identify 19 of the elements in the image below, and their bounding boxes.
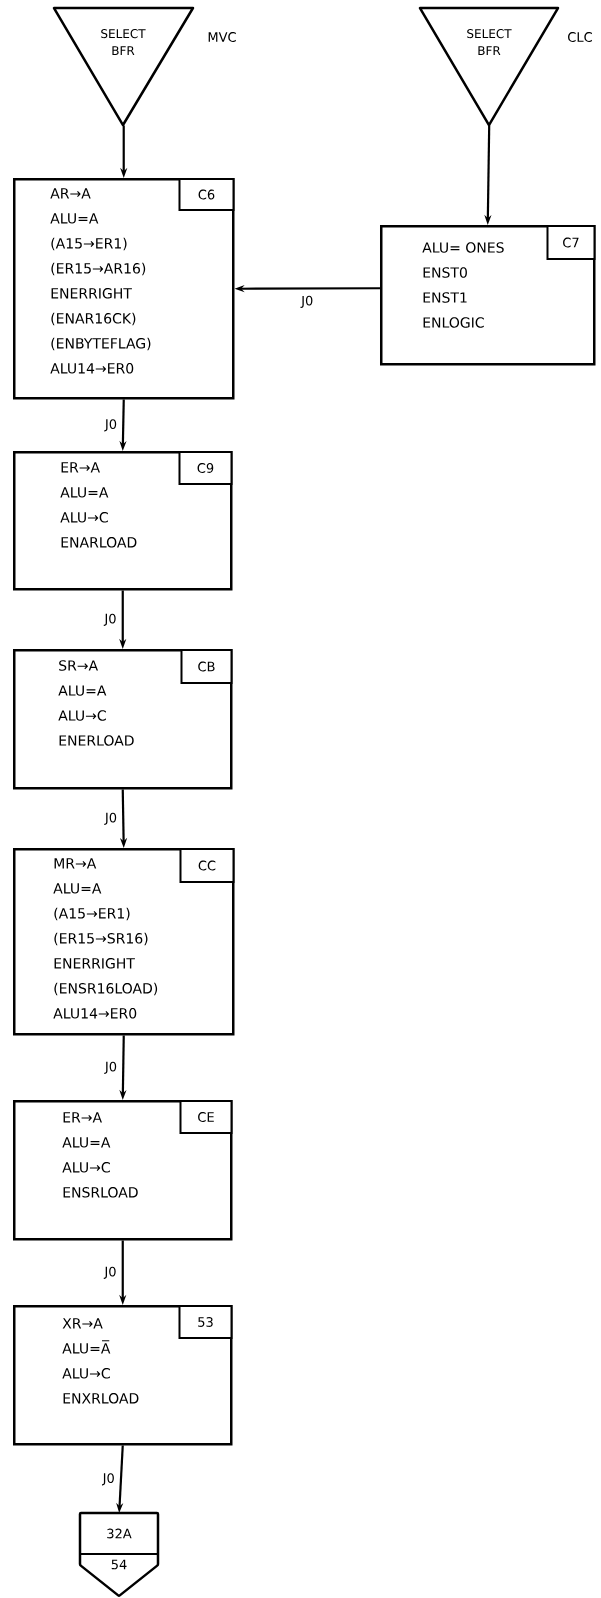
address-tag: CB — [180, 649, 233, 684]
address-tag: CE — [179, 1100, 233, 1134]
address-tag: C6 — [178, 178, 235, 211]
merge-triangle: SELECT BFR — [52, 6, 195, 127]
off-page-connector: 32A 54 — [78, 1511, 160, 1597]
edge-label: J0 — [103, 1265, 118, 1280]
beside-label: CLC — [568, 32, 592, 42]
edge-label: J0 — [103, 612, 118, 627]
address-tag: C7 — [546, 225, 596, 260]
edge-label: J0 — [103, 418, 119, 433]
edge-label: J0 — [101, 1472, 116, 1487]
merge-triangle: SELECT BFR — [418, 6, 560, 127]
beside-label: MVC — [208, 32, 236, 42]
address-tag: C9 — [178, 451, 233, 485]
edge-label: J0 — [300, 294, 315, 309]
address-tag: CC — [179, 848, 235, 883]
edge-label: J0 — [103, 811, 119, 826]
address-tag: 53 — [178, 1305, 233, 1339]
edge-label: J0 — [103, 1060, 119, 1075]
